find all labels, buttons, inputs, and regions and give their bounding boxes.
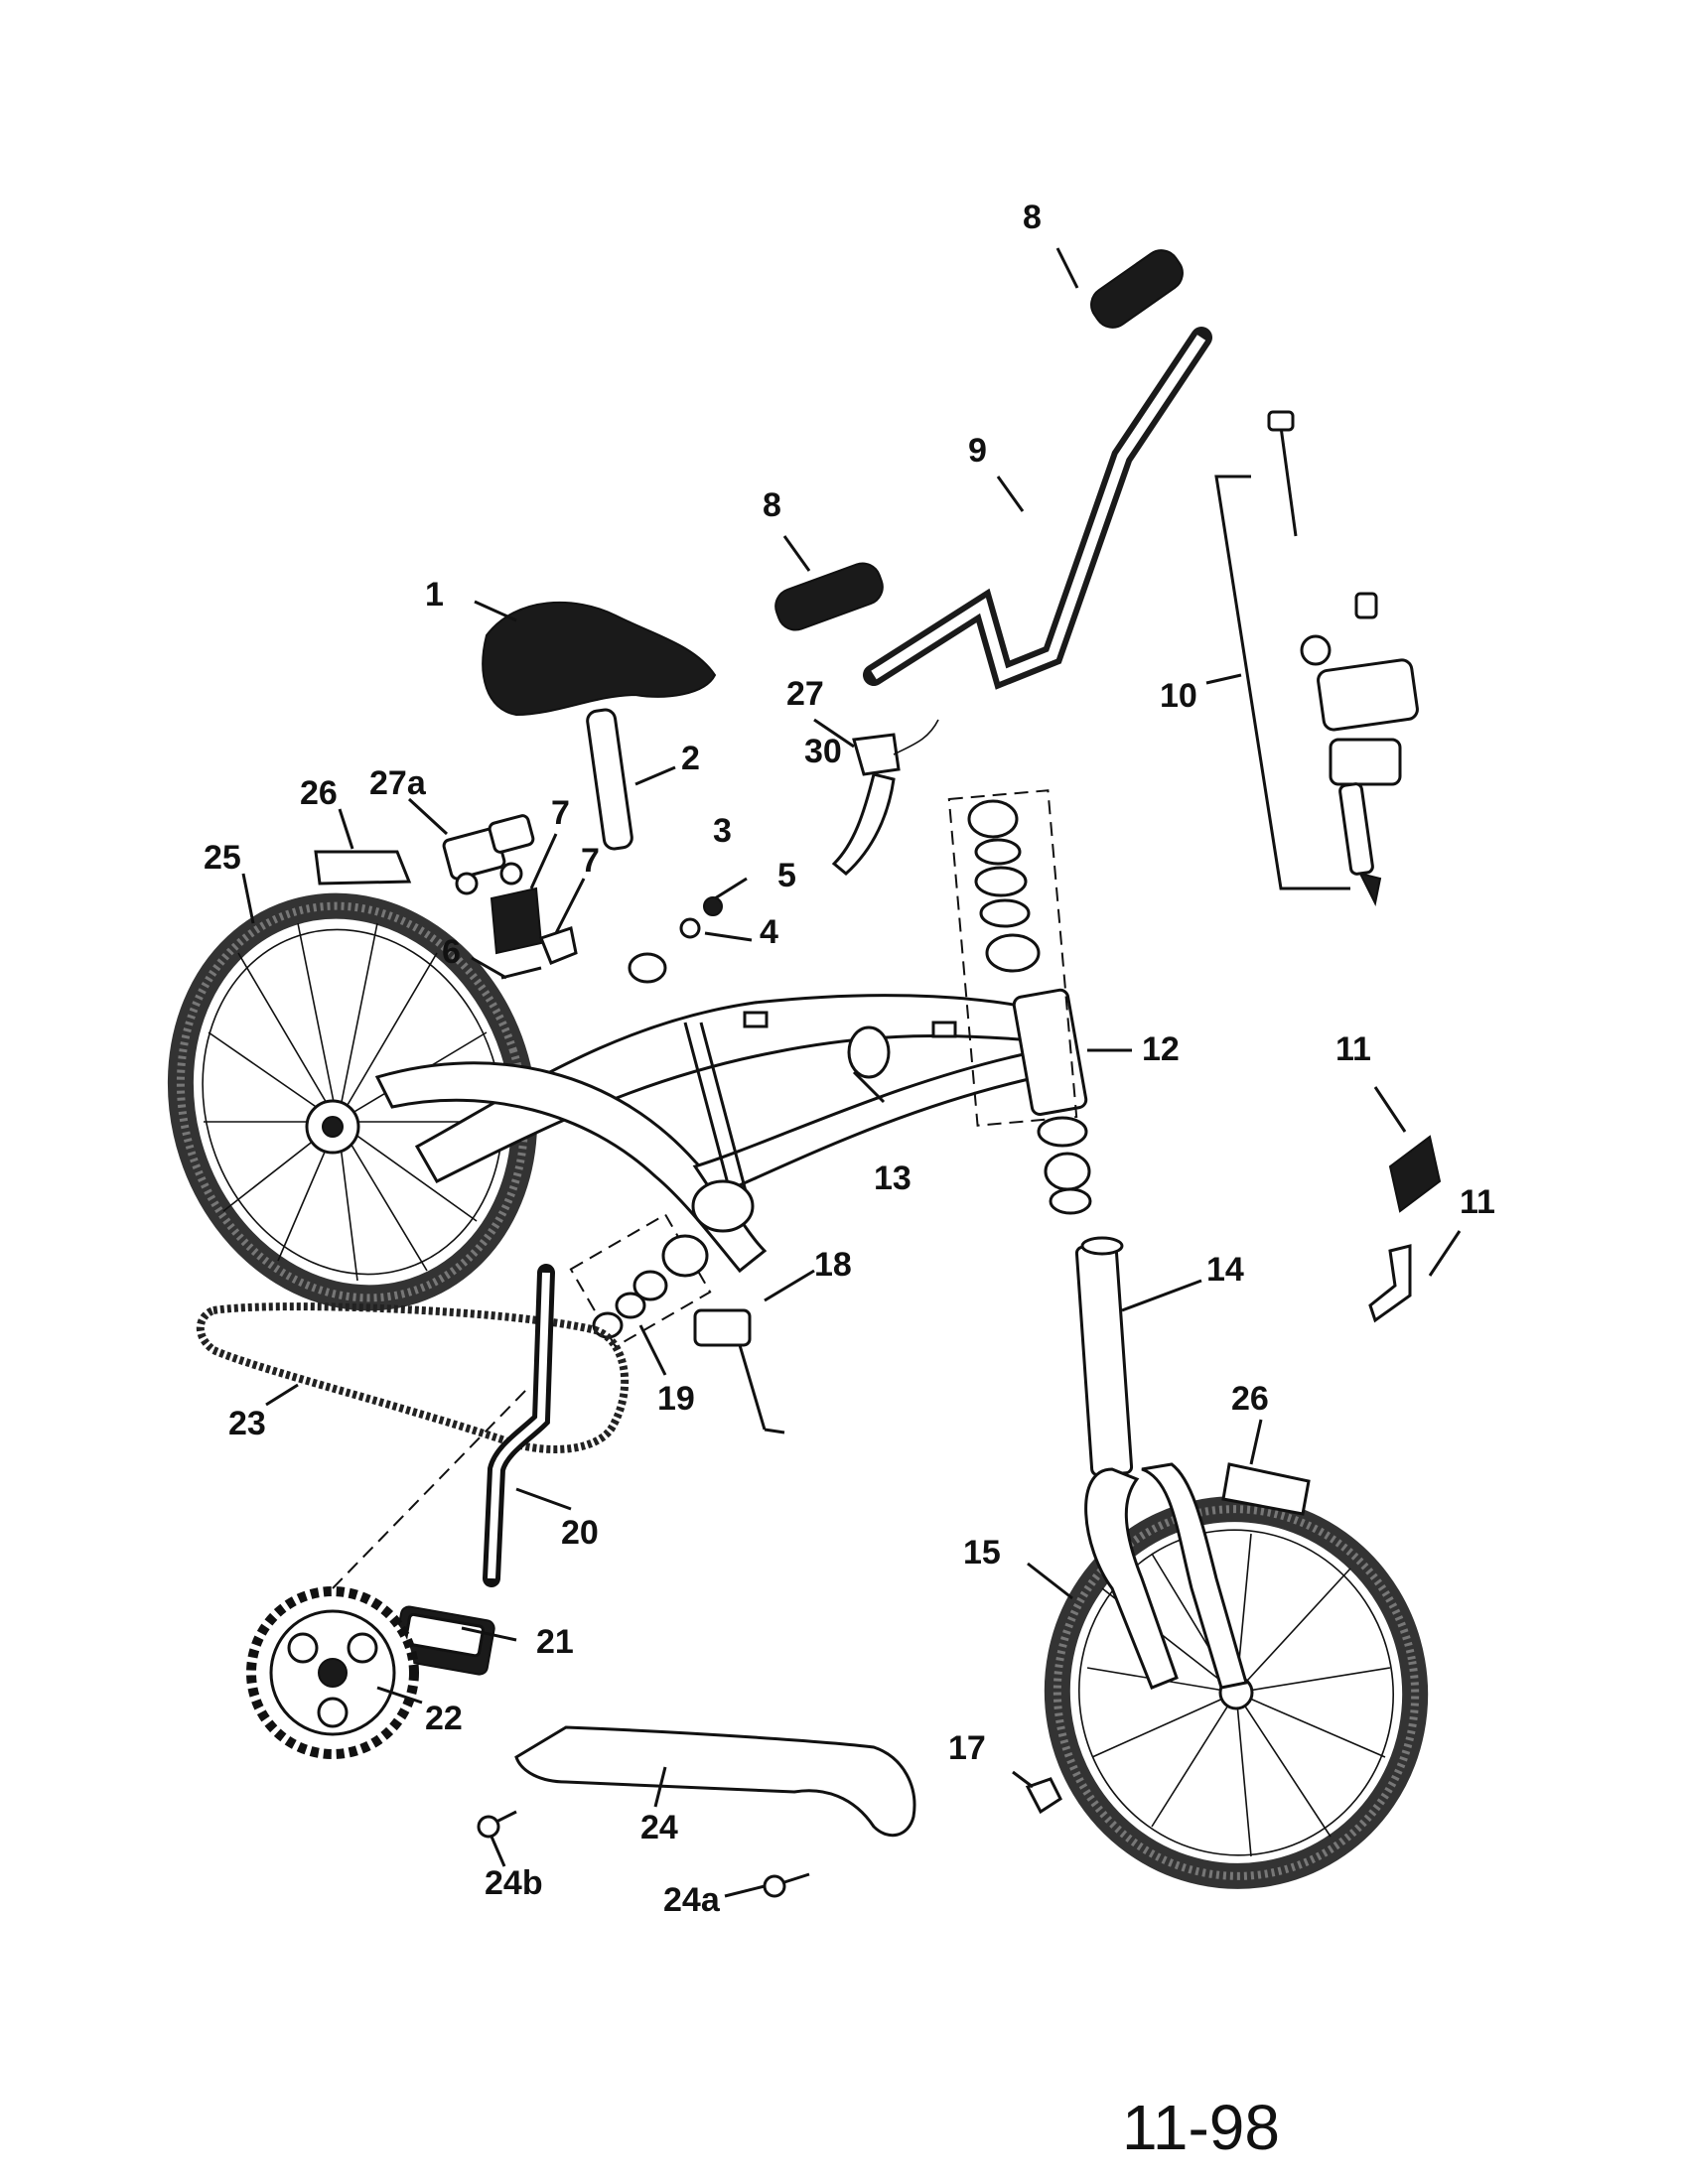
callout-8-right: 8 [1023, 199, 1042, 236]
grip-left [774, 562, 884, 631]
callout-21: 21 [536, 1623, 574, 1661]
reflector-bracket-a [490, 887, 543, 955]
front-reflector [1388, 1135, 1442, 1213]
callout-6: 6 [442, 933, 461, 971]
fork [1074, 1236, 1248, 1690]
chainring [246, 1586, 419, 1759]
callout-5: 5 [777, 857, 796, 894]
rear-reflector [314, 850, 412, 886]
washer [679, 917, 701, 939]
callout-17: 17 [948, 1729, 986, 1767]
rear-wheel [167, 892, 538, 1311]
seat [482, 601, 717, 717]
frame [374, 988, 1088, 1274]
pedal [393, 1605, 495, 1676]
chain [196, 1302, 630, 1453]
callout-13: 13 [874, 1160, 912, 1197]
callout-1: 1 [425, 576, 444, 614]
callout-26-rear: 26 [300, 774, 338, 812]
bottom-bracket [569, 1213, 712, 1348]
callout-20: 20 [561, 1514, 599, 1552]
callout-9: 9 [968, 432, 987, 470]
callout-12: 12 [1142, 1030, 1180, 1068]
page-number: 11-98 [1122, 2092, 1280, 2163]
kickstand [693, 1308, 785, 1434]
callout-22: 22 [425, 1700, 463, 1737]
callout-18: 18 [814, 1246, 852, 1284]
callout-8-left: 8 [763, 486, 781, 524]
callout-11-reflector: 11 [1335, 1030, 1371, 1068]
reflector-bracket-b [539, 926, 578, 965]
brake-caliper [442, 814, 535, 895]
callout-25: 25 [204, 839, 241, 877]
callout-23: 23 [228, 1405, 266, 1442]
callout-24a: 24a [663, 1881, 721, 1919]
stem-assembly [1267, 410, 1419, 907]
seat-post [586, 708, 633, 851]
front-reflector-bracket [1368, 1244, 1412, 1323]
callout-30: 30 [804, 733, 842, 770]
callout-19: 19 [657, 1380, 695, 1418]
leader-lines [241, 247, 1462, 1898]
chain-guard [514, 1725, 916, 1838]
callout-labels: 1 2 3 4 5 6 7 7 8 8 9 10 11 11 12 13 14 … [204, 199, 1495, 1919]
brake-lever [831, 719, 939, 876]
callout-7b: 7 [581, 842, 600, 880]
axle-nut [1025, 1777, 1062, 1815]
callout-24b: 24b [485, 1864, 543, 1902]
callout-24: 24 [640, 1809, 678, 1846]
callout-14: 14 [1206, 1251, 1244, 1289]
callout-3: 3 [713, 812, 732, 850]
callout-26-fork: 26 [1231, 1380, 1269, 1418]
callout-27: 27 [786, 675, 824, 713]
callout-7a: 7 [551, 794, 570, 832]
handlebar [863, 327, 1212, 690]
grip-right [1090, 249, 1184, 329]
fork-reflector [1221, 1462, 1311, 1516]
nut [703, 896, 723, 916]
callout-27a: 27a [369, 764, 427, 802]
front-wheel [1044, 1496, 1429, 1889]
bolt [500, 966, 542, 980]
callout-11-bracket: 11 [1460, 1183, 1495, 1221]
chain-guard-screw-b [477, 1810, 517, 1839]
chain-guard-screw-a [763, 1872, 810, 1898]
callout-2: 2 [681, 740, 700, 777]
callout-4: 4 [760, 913, 778, 951]
callout-15: 15 [963, 1534, 1001, 1571]
headset [947, 789, 1092, 1215]
callout-10: 10 [1160, 677, 1197, 715]
